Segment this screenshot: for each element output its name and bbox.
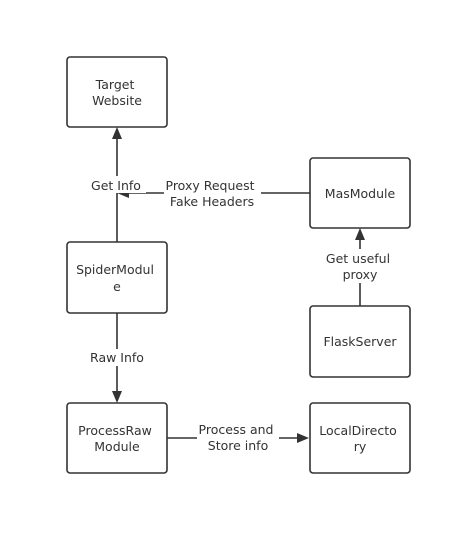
svg-text:SpiderModul e: SpiderModul e — [76, 262, 158, 294]
edge-label-get-info: Get Info — [88, 176, 146, 193]
node-process-raw-module[interactable]: ProcessRaw Module — [66, 402, 168, 474]
node-label-line: SpiderModul — [76, 262, 154, 277]
svg-text:Get Info: Get Info — [91, 178, 141, 193]
arrow-head-down — [112, 391, 122, 403]
node-spider-module[interactable]: SpiderModul e — [66, 241, 168, 314]
edge-label-process-store: Process and Store info — [197, 422, 279, 456]
node-label-line: e — [113, 279, 121, 294]
node-target-website[interactable]: Target Website — [66, 56, 168, 128]
edge-label-line: Get Info — [91, 178, 141, 193]
edge-label-line: Fake Headers — [170, 194, 254, 209]
node-flask-server[interactable]: FlaskServer — [309, 305, 411, 378]
arrow-head-up — [112, 127, 122, 139]
svg-text:Proxy Request Fake Heade: Proxy Request Fake Headers — [166, 178, 259, 209]
edge-label-line: Process and — [199, 422, 274, 437]
svg-text:LocalDirecto ry: LocalDirecto ry — [319, 423, 400, 454]
arrow-head-right — [297, 433, 309, 443]
svg-text:FlaskServer: FlaskServer — [323, 334, 397, 349]
edge-label-line: Proxy Request — [166, 178, 255, 193]
node-label-line: Website — [92, 93, 142, 108]
node-local-directory[interactable]: LocalDirecto ry — [309, 402, 411, 474]
node-mas-module[interactable]: MasModule — [309, 157, 411, 229]
node-label-line: ProcessRaw — [78, 423, 152, 438]
edge-label-line: Store info — [208, 438, 268, 453]
edge-label-line: Get useful — [326, 251, 390, 266]
node-label-line: Target — [95, 77, 135, 92]
edge-label-get-useful-proxy: Get useful proxy — [325, 249, 395, 283]
node-label-line: Module — [94, 439, 140, 454]
node-label-line: MasModule — [325, 186, 396, 201]
edge-label-line: proxy — [343, 267, 378, 282]
svg-text:Target Website: Target Website — [92, 77, 142, 108]
node-label-line: LocalDirecto — [319, 423, 396, 438]
svg-text:Raw Info: Raw Info — [90, 350, 144, 365]
edge-label-raw-info: Raw Info — [87, 349, 147, 366]
svg-text:Get useful proxy: Get useful proxy — [326, 251, 394, 282]
svg-text:Process and Store info: Process and Store info — [199, 422, 278, 453]
svg-text:ProcessRaw Module: ProcessRaw Module — [78, 423, 156, 454]
edge-label-proxy-request: Proxy Request Fake Headers — [164, 177, 261, 209]
node-label-line: ry — [354, 439, 367, 454]
node-label-line: FlaskServer — [323, 334, 397, 349]
edge-label-line: Raw Info — [90, 350, 144, 365]
svg-text:MasModule: MasModule — [325, 186, 396, 201]
arrow-head-up — [355, 228, 365, 240]
